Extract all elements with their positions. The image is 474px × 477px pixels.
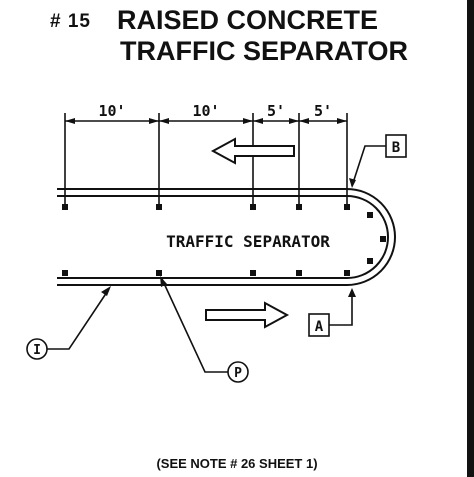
callout-p-label: P	[234, 366, 242, 381]
dimension-label-2: 10'	[192, 102, 219, 120]
arrow-right-icon	[205, 301, 290, 329]
marker-points	[62, 204, 386, 276]
arrow-left-icon	[210, 137, 295, 165]
callout-b	[351, 134, 407, 187]
callout-b-label: B	[392, 140, 400, 156]
dimension-label-3: 5'	[267, 102, 285, 120]
callout-i-label: I	[33, 343, 41, 358]
dimension-label-4: 5'	[314, 102, 332, 120]
dimension-chain	[64, 113, 348, 205]
separator-outer-edge	[57, 188, 396, 286]
callout-i	[26, 288, 110, 360]
dimension-label-1: 10'	[98, 102, 125, 120]
page-border-bar	[467, 0, 474, 477]
dimension-arrowheads	[65, 118, 347, 124]
separator-label: TRAFFIC SEPARATOR	[166, 232, 330, 251]
callout-a	[308, 292, 353, 337]
separator-inner-edge	[57, 195, 389, 279]
drawing-number: # 15	[50, 11, 91, 32]
title-line-2: TRAFFIC SEPARATOR	[120, 36, 408, 66]
callout-a-label: A	[315, 319, 324, 335]
footer-note: (SEE NOTE # 26 SHEET 1)	[156, 456, 318, 471]
callout-p	[161, 278, 249, 383]
title-line-1: RAISED CONCRETE	[117, 5, 379, 35]
